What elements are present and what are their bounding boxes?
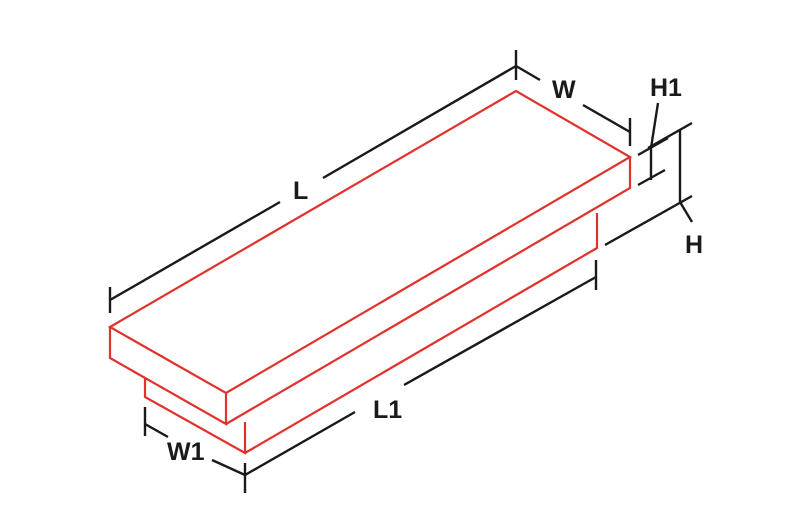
base-long-face — [244, 213, 599, 454]
dimension-base-width — [143, 407, 247, 493]
lid-front-long-face — [225, 157, 632, 425]
dimension-height — [604, 121, 694, 247]
dimension-lines — [108, 50, 694, 493]
dimension-labels: L W H1 H L1 W1 — [167, 74, 703, 466]
dimension-base-length — [244, 260, 598, 477]
label-width: W — [552, 76, 576, 104]
toolbox-outline — [107, 89, 633, 455]
dimension-width — [515, 64, 632, 146]
label-height: H — [685, 231, 703, 259]
dimension-length — [108, 50, 518, 313]
base-left-face — [143, 378, 247, 455]
lid-front-left-face — [108, 327, 228, 426]
label-base-length: L1 — [373, 396, 402, 424]
label-length: L — [293, 177, 308, 205]
label-base-width: W1 — [167, 438, 205, 466]
lid-top-face — [107, 89, 633, 395]
label-lid-height: H1 — [650, 74, 682, 102]
